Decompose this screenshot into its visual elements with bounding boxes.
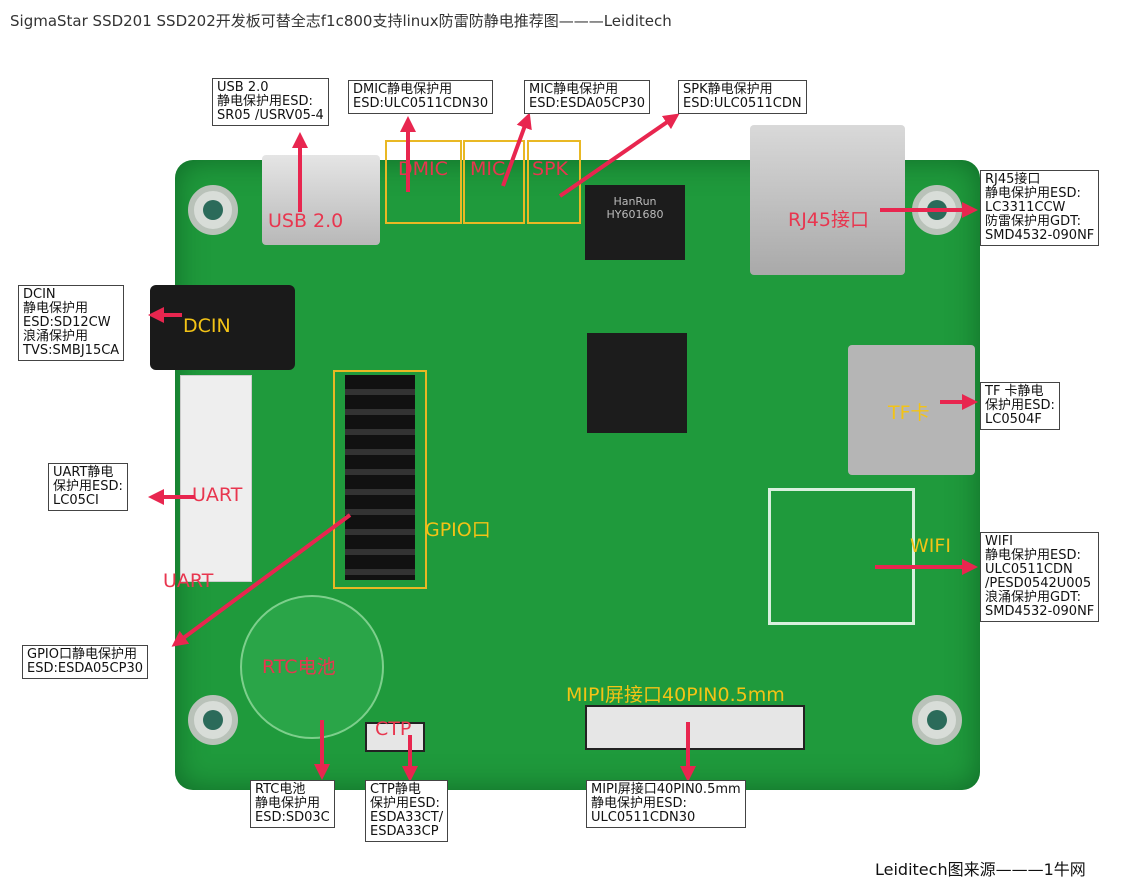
gpio-header	[345, 375, 415, 580]
page-title: SigmaStar SSD201 SSD202开发板可替全志f1c800支持li…	[10, 12, 672, 30]
rj45-connector	[750, 125, 905, 275]
label-gpio: GPIO口	[425, 519, 491, 541]
label-dmic: DMIC	[398, 158, 448, 180]
uart-connector	[180, 375, 252, 582]
arrow-spk	[558, 113, 680, 198]
mounting-hole	[912, 695, 962, 745]
label-mic: MIC	[470, 158, 506, 180]
callout-tf: TF 卡静电保护用ESD:LC0504F	[980, 382, 1060, 430]
dc-jack	[150, 285, 295, 370]
label-dcin: DCIN	[183, 315, 231, 337]
mic-highlight	[463, 140, 525, 224]
label-rtc: RTC电池	[262, 656, 336, 678]
label-wifi: WIFI	[910, 535, 951, 557]
mounting-hole	[188, 185, 238, 235]
mipi-connector	[585, 705, 805, 750]
callout-ctp: CTP静电保护用ESD:ESDA33CT/ESDA33CP	[365, 780, 449, 842]
ctp-connector	[365, 722, 425, 752]
label-spk: SPK	[532, 158, 568, 180]
tf-card-slot	[848, 345, 975, 475]
label-uart: UART	[192, 484, 243, 506]
label-rj45: RJ45接口	[788, 209, 869, 231]
source-credit: Leiditech图来源———1牛网	[875, 860, 1086, 879]
wifi-module	[768, 488, 915, 625]
usb-connector	[262, 155, 380, 245]
label-tf: TF卡	[888, 402, 930, 424]
soc-chip	[587, 333, 687, 433]
label-uart-2: UART	[163, 570, 214, 592]
gpio-highlight	[333, 370, 427, 589]
label-mipi: MIPI屏接口40PIN0.5mm	[566, 684, 785, 706]
label-usb: USB 2.0	[268, 210, 344, 232]
arrow-mic	[501, 112, 532, 187]
label-ctp: CTP	[375, 718, 412, 740]
callout-uart: UART静电保护用ESD:LC05CI	[48, 463, 128, 511]
dmic-highlight	[385, 140, 462, 224]
mounting-hole	[188, 695, 238, 745]
rtc-battery-holder	[240, 595, 384, 739]
ethernet-transformer: HanRun HY601680	[585, 185, 685, 260]
arrow-gpio	[171, 513, 352, 647]
